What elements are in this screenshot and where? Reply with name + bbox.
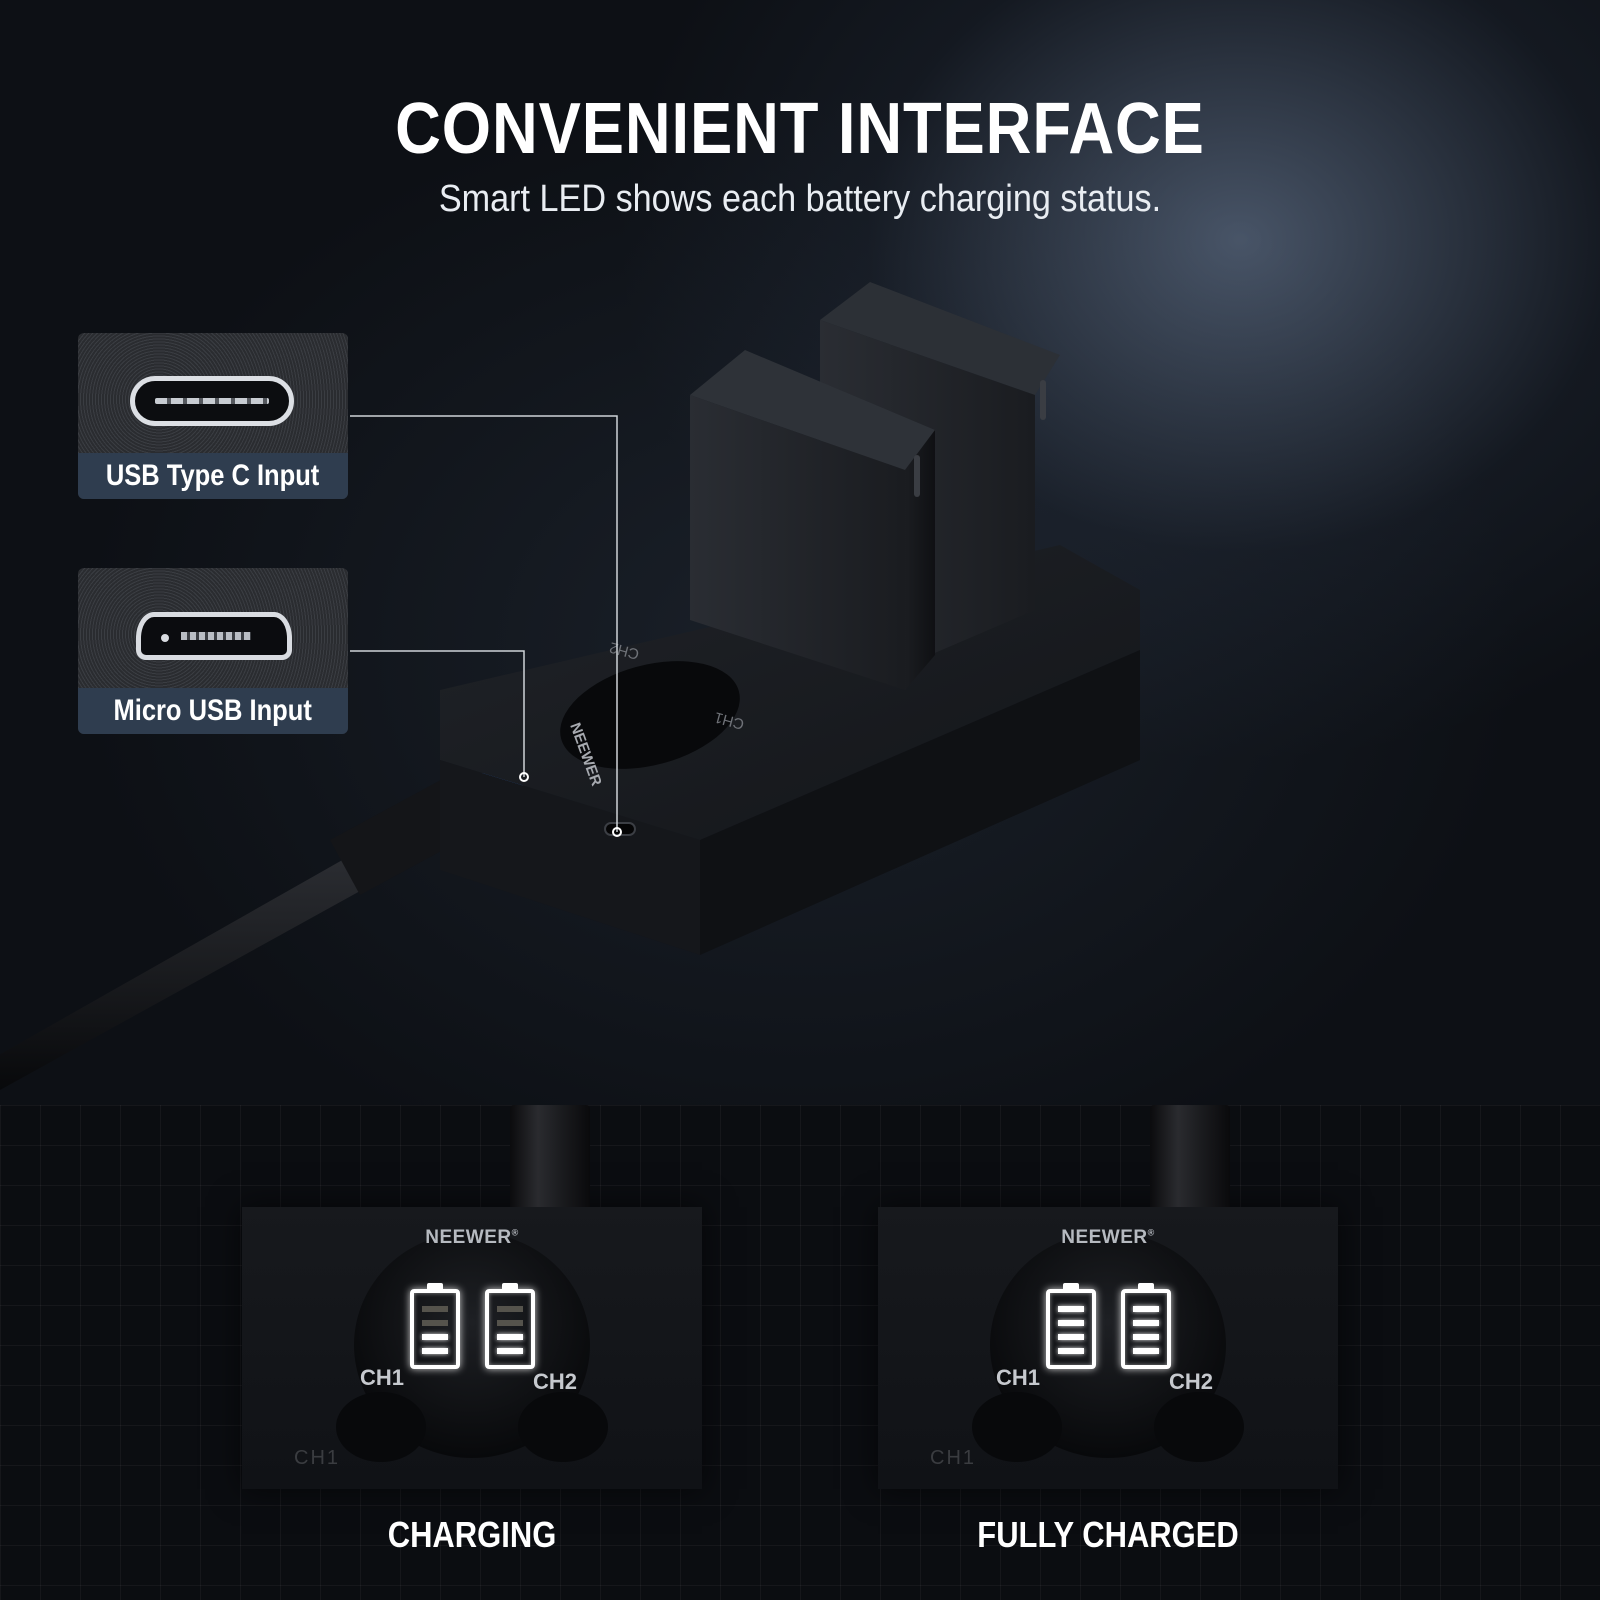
charger-ch2-label: CH2 xyxy=(608,638,641,662)
led-display xyxy=(336,1232,608,1462)
page-subtitle: Smart LED shows each battery charging st… xyxy=(438,178,1162,220)
battery-front-face xyxy=(690,395,905,690)
cable-stub xyxy=(510,1105,590,1207)
battery-front-led xyxy=(914,455,920,497)
battery-front-top xyxy=(690,350,935,470)
slot-label: CH1 xyxy=(294,1447,341,1469)
ch1-label: CH1 xyxy=(360,1365,405,1390)
page-title: CONVENIENT INTERFACE xyxy=(395,89,1205,169)
battery-rear-top xyxy=(820,282,1060,395)
micro-usb-port-icon xyxy=(136,612,292,660)
ch2-battery-icon xyxy=(485,1283,535,1369)
fully-charged-panel: NEEWER® CH1 CH2 CH1 xyxy=(878,1105,1338,1489)
micro-usb-label: Micro USB Input xyxy=(78,688,348,734)
battery-rear-led xyxy=(1040,380,1046,420)
charger-base-top xyxy=(440,545,1140,840)
charger-brand: NEEWER xyxy=(566,721,605,789)
panel-brand: NEEWER® xyxy=(425,1227,519,1248)
battery-rear-front xyxy=(820,320,1035,655)
charger-ch1-label: CH1 xyxy=(713,708,746,732)
charging-label: CHARGING xyxy=(387,1514,557,1555)
usb-c-leader-line xyxy=(350,415,618,832)
cable-plug-tip xyxy=(455,765,528,825)
usb-c-callout: USB Type C Input xyxy=(78,333,348,499)
charging-panel: NEEWER® CH1 CH2 CH1 xyxy=(242,1105,702,1489)
charger-led-window xyxy=(560,661,740,769)
ch2-battery-icon xyxy=(1121,1283,1171,1369)
panel-brand: NEEWER® xyxy=(1061,1227,1155,1248)
micro-usb-leader-line xyxy=(350,650,525,777)
charger-base-front xyxy=(440,760,700,955)
micro-usb-callout: Micro USB Input xyxy=(78,568,348,734)
cable-strain-relief xyxy=(330,775,480,895)
ch1-battery-icon xyxy=(410,1283,460,1369)
charger-base-side xyxy=(700,650,1140,955)
ch2-label: CH2 xyxy=(1169,1369,1214,1394)
hero-section: CONVENIENT INTERFACE Smart LED shows eac… xyxy=(0,0,1600,1105)
usb-c-port-icon xyxy=(130,376,294,426)
slot-label: CH1 xyxy=(930,1447,977,1469)
fully-charged-label: FULLY CHARGED xyxy=(977,1514,1239,1555)
ch1-battery-icon xyxy=(1046,1283,1096,1369)
usb-cable xyxy=(0,850,380,1090)
led-display xyxy=(972,1232,1244,1462)
status-section xyxy=(0,1105,1600,1600)
cable-stub xyxy=(1150,1105,1230,1207)
battery-front-side xyxy=(905,430,935,690)
ch1-label: CH1 xyxy=(996,1365,1041,1390)
ch2-label: CH2 xyxy=(533,1369,578,1394)
base-usb-c-port xyxy=(604,822,636,836)
usb-c-label: USB Type C Input xyxy=(78,453,348,499)
